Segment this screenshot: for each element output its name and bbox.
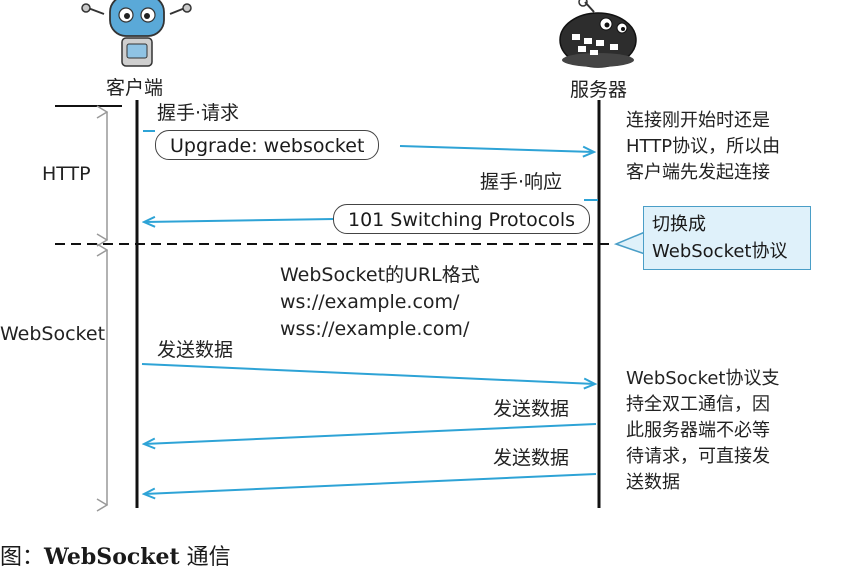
url-ws: ws://example.com/: [280, 291, 460, 313]
send-arrow-client-to-server: [141, 363, 595, 384]
note-line: 客户端先发起连接: [626, 162, 770, 183]
server-robot-icon: [559, 0, 637, 68]
full-duplex-note: WebSocket协议支 持全双工通信，因 此服务器端不必等 待请求，可直接发 …: [626, 366, 780, 496]
note-line: 此服务器端不必等: [626, 420, 770, 441]
url-format-title: WebSocket的URL格式: [280, 264, 480, 286]
note-line: HTTP协议，所以由: [626, 136, 781, 157]
caption-suffix: 通信: [179, 545, 231, 570]
robot-icon: [81, 0, 192, 67]
note-line: 持全双工通信，因: [626, 394, 770, 415]
send-arrow-server-to-client-1: [144, 423, 597, 444]
server-label: 服务器: [570, 79, 628, 101]
switch-protocol-callout: 切换成 WebSocket协议: [643, 206, 811, 270]
url-format-block: WebSocket的URL格式 ws://example.com/ wss://…: [280, 262, 480, 343]
caption-prefix: 图：: [0, 545, 45, 570]
note-line: 待请求，可直接发: [626, 446, 770, 467]
caption-bold: WebSocket: [44, 544, 180, 570]
send-data-label-2: 发送数据: [493, 398, 570, 420]
http-phase-label: HTTP: [42, 163, 91, 185]
figure-caption: 图：WebSocket 通信: [0, 543, 231, 572]
callout-line: WebSocket协议: [652, 241, 788, 262]
websocket-phase-label: WebSocket: [0, 323, 106, 345]
note-line: WebSocket协议支: [626, 368, 780, 389]
handshake-request-label: 握手·请求: [157, 102, 240, 124]
send-data-label-1: 发送数据: [157, 339, 234, 361]
note-line: 送数据: [626, 472, 680, 493]
switching-status-box: 101 Switching Protocols: [333, 204, 591, 234]
client-label: 客户端: [106, 77, 164, 99]
callout-pointer: [613, 231, 646, 255]
handshake-response-arrow: [144, 219, 335, 222]
handshake-response-label: 握手·响应: [480, 171, 563, 193]
http-start-note: 连接刚开始时还是 HTTP协议，所以由 客户端先发起连接: [626, 108, 780, 186]
callout-line: 切换成: [652, 214, 706, 235]
note-line: 连接刚开始时还是: [626, 110, 770, 131]
send-data-label-3: 发送数据: [493, 447, 570, 469]
handshake-request-arrow: [399, 145, 594, 152]
upgrade-header-box: Upgrade: websocket: [155, 130, 380, 160]
send-arrow-server-to-client-2: [144, 473, 597, 494]
url-wss: wss://example.com/: [280, 318, 470, 340]
